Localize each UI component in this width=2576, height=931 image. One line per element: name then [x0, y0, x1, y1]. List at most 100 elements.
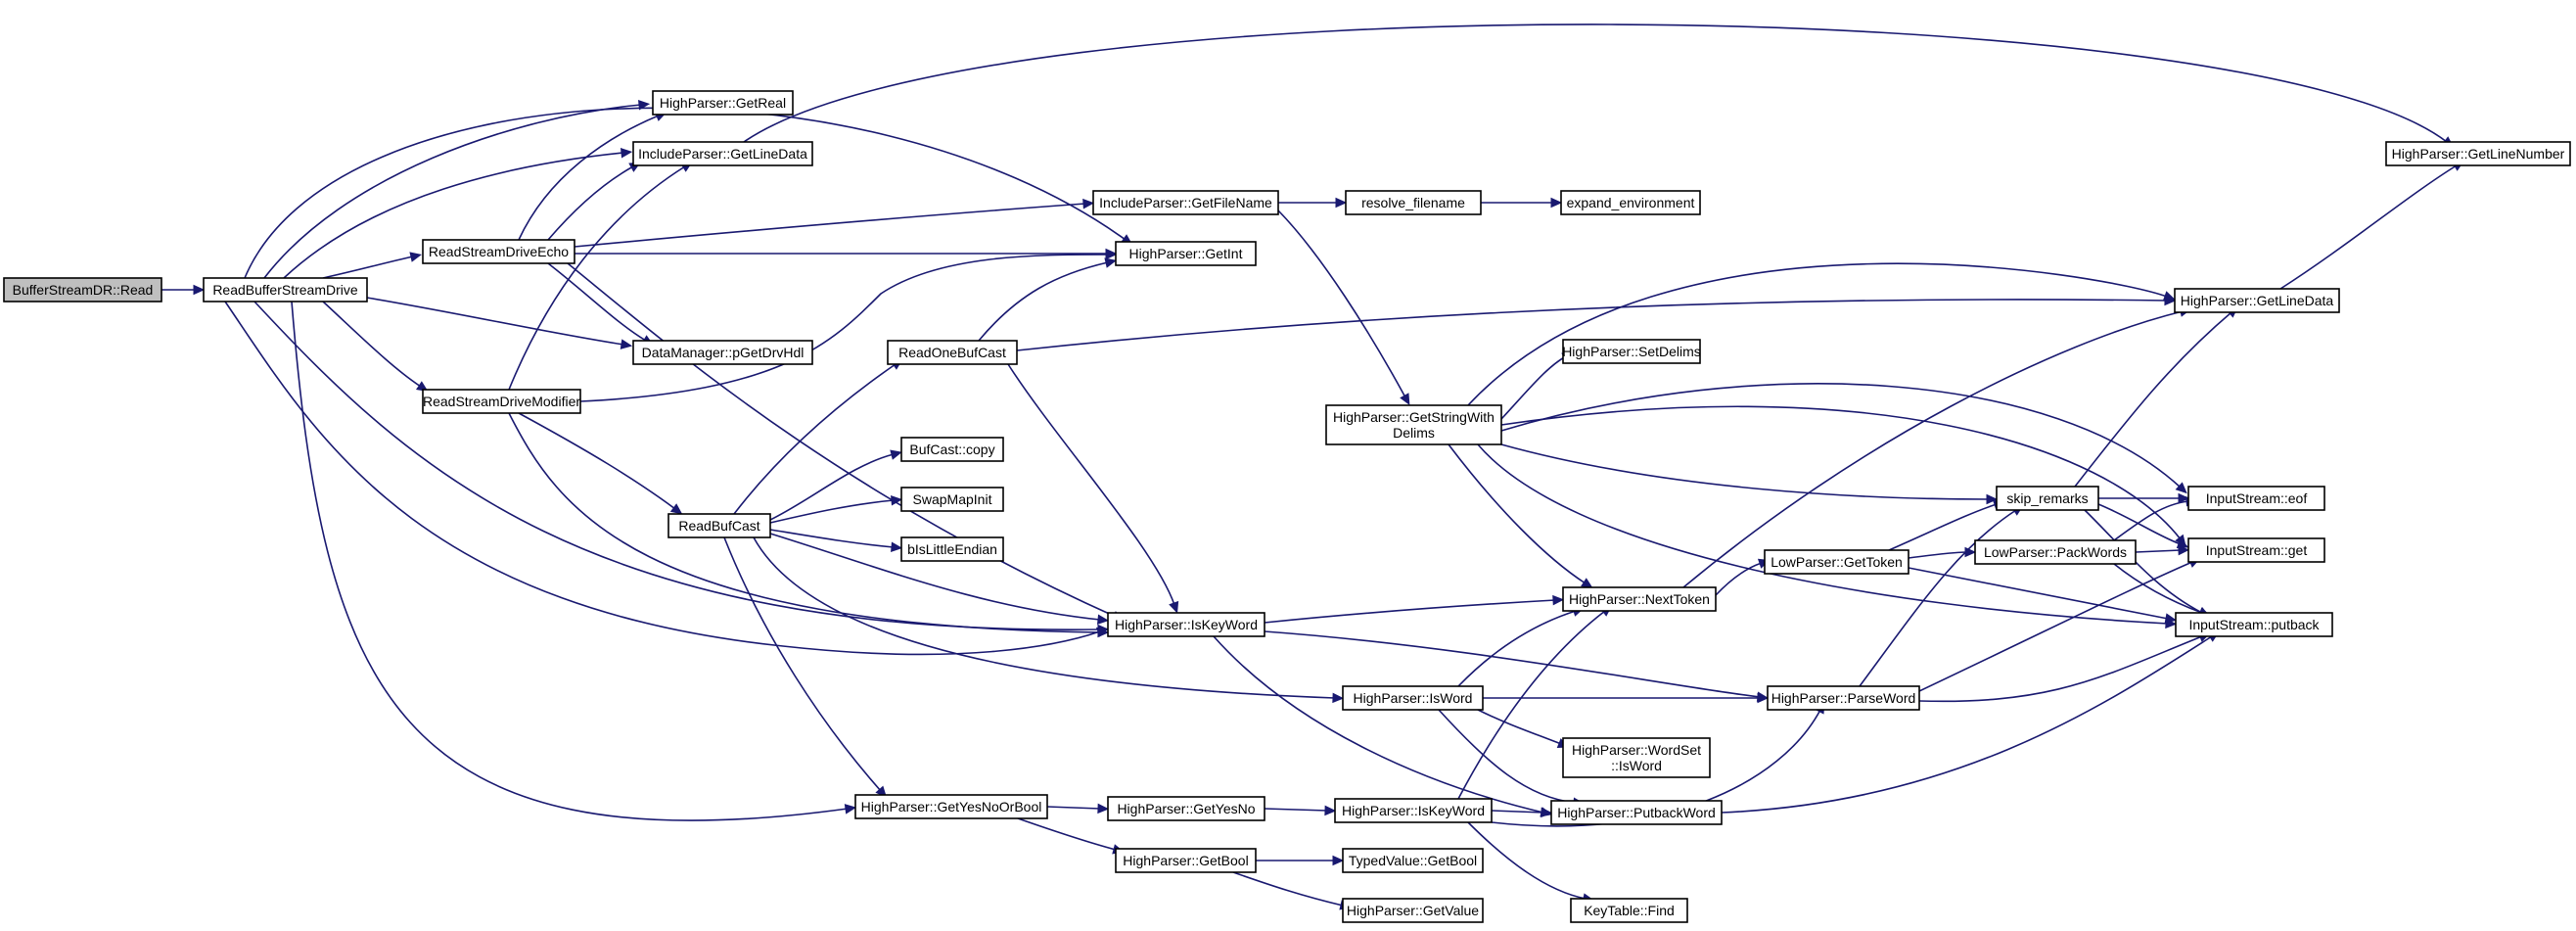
node-dm[interactable]: DataManager::pGetDrvHdl: [632, 340, 813, 365]
node-box: [1974, 539, 2137, 565]
edge-line: [1264, 808, 1328, 812]
node-box: [1334, 798, 1493, 823]
node-lppw[interactable]: LowParser::PackWords: [1974, 539, 2137, 565]
node-box: [887, 340, 1018, 365]
node-box: [1562, 737, 1711, 778]
node-box: [1560, 190, 1701, 215]
node-rbsd[interactable]: ReadBufferStreamDrive: [203, 277, 368, 303]
node-hp_gld[interactable]: HighParser::GetLineData: [2174, 288, 2340, 313]
arrowhead-icon: [2162, 291, 2176, 302]
node-lpgt[interactable]: LowParser::GetToken: [1764, 549, 1909, 575]
edge-gswd-to-hp_gld: [1467, 262, 2176, 406]
node-iskw[interactable]: HighParser::IsKeyWord: [1107, 612, 1265, 637]
node-robc[interactable]: ReadOneBufCast: [887, 340, 1018, 365]
edge-line: [1264, 630, 1761, 698]
call-edges: [160, 23, 2464, 910]
node-getint[interactable]: HighParser::GetInt: [1115, 241, 1257, 266]
node-pbw[interactable]: HighParser::PutbackWord: [1550, 800, 1723, 825]
edge-line: [978, 261, 1109, 342]
node-root[interactable]: BufferStreamDR::Read: [3, 277, 162, 303]
node-eof[interactable]: InputStream::eof: [2187, 486, 2325, 511]
arrowhead-icon: [1400, 393, 1410, 406]
edge-line: [1264, 599, 1556, 624]
node-putback[interactable]: InputStream::putback: [2175, 612, 2333, 637]
node-gln[interactable]: HighParser::GetLineNumber: [2385, 141, 2571, 166]
node-gynob[interactable]: HighParser::GetYesNoOrBool: [854, 794, 1048, 819]
arrowhead-icon: [620, 339, 633, 349]
node-box: [1550, 800, 1723, 825]
edge-rbc-to-swap: [769, 494, 903, 524]
node-inc_gld[interactable]: IncludeParser::GetLineData: [632, 141, 813, 166]
edge-line: [1467, 262, 2168, 406]
edge-line: [253, 301, 1101, 630]
node-resolve[interactable]: resolve_filename: [1345, 190, 1482, 215]
node-swap[interactable]: SwapMapInit: [900, 487, 1004, 512]
edge-line: [2135, 549, 2182, 553]
node-isword[interactable]: HighParser::IsWord: [1342, 685, 1484, 711]
edge-rsde-to-getreal: [518, 112, 667, 241]
node-tvgb[interactable]: TypedValue::GetBool: [1342, 848, 1484, 873]
node-label: KeyTable::Find: [1584, 903, 1675, 918]
edge-line: [518, 115, 660, 241]
node-expand[interactable]: expand_environment: [1560, 190, 1701, 215]
edge-line: [244, 107, 1127, 279]
edge-gswd-to-eof: [1500, 383, 2187, 494]
node-pword[interactable]: HighParser::ParseWord: [1767, 685, 1920, 711]
edge-line: [508, 412, 1101, 633]
edge-ntok-to-lpgt: [1715, 558, 1771, 596]
node-gyn[interactable]: HighParser::GetYesNo: [1107, 796, 1265, 821]
edge-line: [283, 152, 624, 279]
node-box: [900, 487, 1004, 512]
edge-rbsd-to-dm: [366, 297, 633, 349]
edge-lpgt-to-putback: [1908, 567, 2178, 624]
node-label: LowParser::PackWords: [1984, 544, 2127, 560]
edge-iskw2-to-find: [1467, 821, 1595, 904]
node-ntok[interactable]: HighParser::NextToken: [1562, 586, 1717, 612]
node-rsde[interactable]: ReadStreamDriveEcho: [422, 239, 575, 264]
node-label: HighParser::ParseWord: [1771, 690, 1916, 706]
node-wsis[interactable]: HighParser::WordSet::IsWord: [1562, 737, 1711, 778]
node-getreal[interactable]: HighParser::GetReal: [652, 90, 794, 116]
node-box: [1342, 848, 1484, 873]
edge-root-to-rbsd: [160, 284, 206, 296]
node-label: HighParser::IsKeyWord: [1115, 617, 1258, 632]
node-box: [900, 536, 1004, 562]
node-label: HighParser::GetStringWith: [1333, 409, 1495, 425]
node-gval[interactable]: HighParser::GetValue: [1342, 898, 1484, 923]
edge-inc_gfn-to-resolve: [1278, 197, 1348, 209]
arrowhead-icon: [1550, 197, 1563, 209]
edge-rbc-to-gynob: [723, 536, 888, 798]
edge-line: [1500, 443, 1990, 500]
node-rbc[interactable]: ReadBufCast: [667, 513, 771, 538]
arrowhead-icon: [1332, 692, 1345, 704]
edge-rbsd-to-inc_gld: [283, 148, 633, 279]
node-label: HighParser::GetLineNumber: [2392, 146, 2565, 162]
node-skip[interactable]: skip_remarks: [1996, 486, 2099, 511]
node-iskw2[interactable]: HighParser::IsKeyWord: [1334, 798, 1493, 823]
edge-line: [366, 297, 624, 346]
node-endian[interactable]: bIsLittleEndian: [900, 536, 1004, 562]
edge-line: [2074, 311, 2232, 488]
node-find[interactable]: KeyTable::Find: [1570, 898, 1688, 923]
node-label: HighParser::GetValue: [1347, 903, 1479, 918]
edge-line: [1888, 503, 1998, 551]
edge-line: [518, 412, 676, 510]
node-label: HighParser::GetReal: [660, 95, 786, 111]
node-get[interactable]: InputStream::get: [2187, 537, 2325, 563]
node-rsdm[interactable]: ReadStreamDriveModifier: [422, 389, 581, 414]
node-bufcopy[interactable]: BufCast::copy: [900, 437, 1004, 462]
node-box: [1342, 685, 1484, 711]
node-label: LowParser::GetToken: [1771, 554, 1903, 570]
node-label: ReadBufCast: [678, 518, 759, 534]
arrowhead-icon: [1082, 198, 1095, 209]
node-gbool[interactable]: HighParser::GetBool: [1115, 848, 1257, 873]
node-label: resolve_filename: [1361, 195, 1465, 210]
node-setd[interactable]: HighParser::SetDelims: [1562, 339, 1701, 364]
edge-line: [1715, 562, 1763, 596]
node-inc_gfn[interactable]: IncludeParser::GetFileName: [1092, 190, 1279, 215]
arrowhead-icon: [620, 148, 633, 159]
edge-rsdm-to-rbc: [518, 412, 683, 515]
edge-skip-to-get: [2097, 503, 2189, 548]
edge-line: [322, 256, 414, 279]
